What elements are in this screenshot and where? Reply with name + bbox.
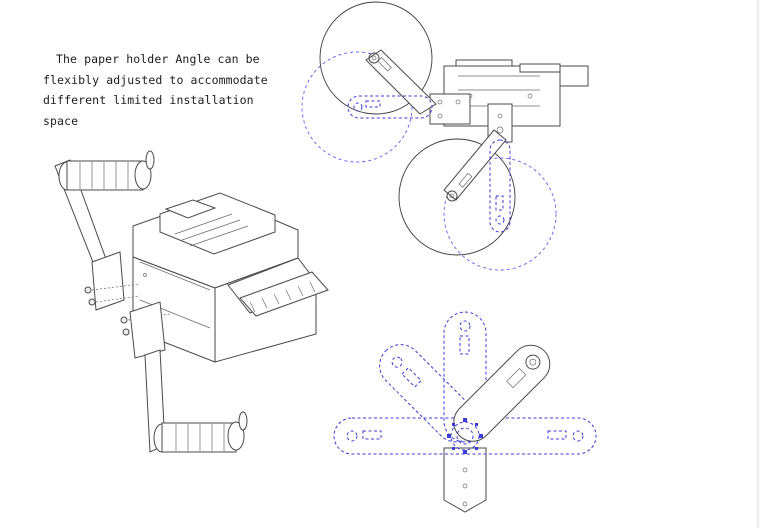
caption-text: The paper holder Angle can be flexibly a… xyxy=(43,49,268,131)
screw xyxy=(84,286,92,294)
swing-circle-dashed xyxy=(443,157,557,271)
mounting-plate xyxy=(443,447,487,513)
arm-vertical-position-dashed xyxy=(489,139,511,233)
printer-isometric-view xyxy=(54,150,329,453)
upper-paper-roll xyxy=(58,150,155,191)
arm-lower-angled-position xyxy=(443,129,507,202)
printer-side-cutter xyxy=(559,65,589,87)
upper-arm-plate xyxy=(91,251,125,311)
swing-circle-dashed xyxy=(301,51,413,163)
caption-line-3: different limited installation xyxy=(43,93,254,107)
arm-vertical-dashed xyxy=(443,311,487,443)
gear-teeth xyxy=(447,418,483,454)
angle-adjustment-fan xyxy=(333,311,597,513)
arm-diagonal-right-solid xyxy=(453,344,551,442)
hinge-block xyxy=(429,93,471,125)
screw xyxy=(122,328,130,336)
swing-circle xyxy=(319,1,433,115)
caption-line-1: The paper holder Angle can be xyxy=(56,52,260,66)
arm-horizontal-position-dashed xyxy=(347,95,433,119)
paper-exit xyxy=(239,271,329,317)
lower-paper-roll xyxy=(153,411,248,453)
lower-arm-plate xyxy=(129,301,166,359)
arm-upper-position xyxy=(365,49,437,115)
screw xyxy=(120,316,128,324)
side-view-rotation-diagram xyxy=(301,1,589,271)
swing-circle xyxy=(398,138,516,256)
screw xyxy=(88,298,96,306)
caption-line-2: flexibly adjusted to accommodate xyxy=(43,72,268,87)
printer-top-cap xyxy=(164,199,217,219)
caption-line-4: space xyxy=(43,113,79,128)
